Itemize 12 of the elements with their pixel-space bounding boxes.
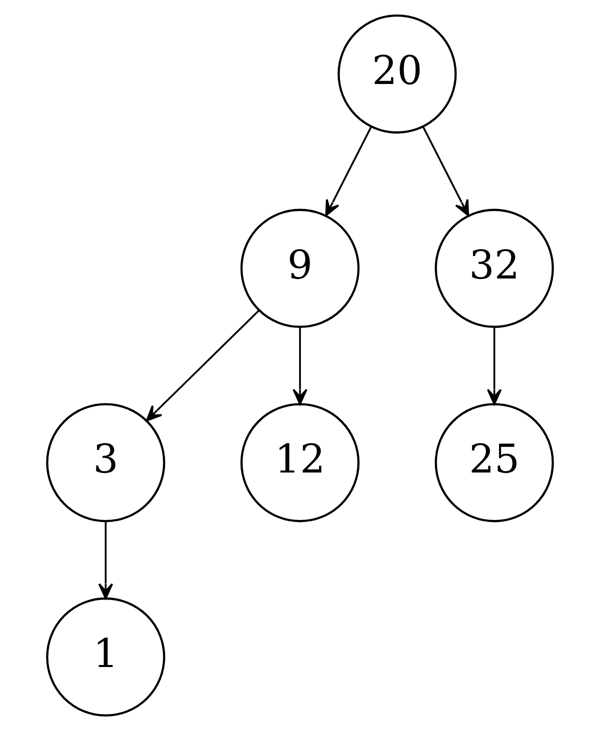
arrow [98, 521, 114, 600]
node-circle: 32 [434, 208, 554, 328]
arrow [292, 326, 308, 405]
arrow [422, 126, 470, 216]
arrow [486, 326, 502, 405]
node-circle: 9 [240, 208, 360, 328]
node-circle: 20 [338, 14, 457, 134]
arrow [146, 310, 260, 422]
arrow [325, 126, 372, 216]
node-circle: 1 [46, 597, 166, 717]
node-circle: 25 [434, 403, 554, 522]
node-circle: 12 [240, 403, 360, 522]
